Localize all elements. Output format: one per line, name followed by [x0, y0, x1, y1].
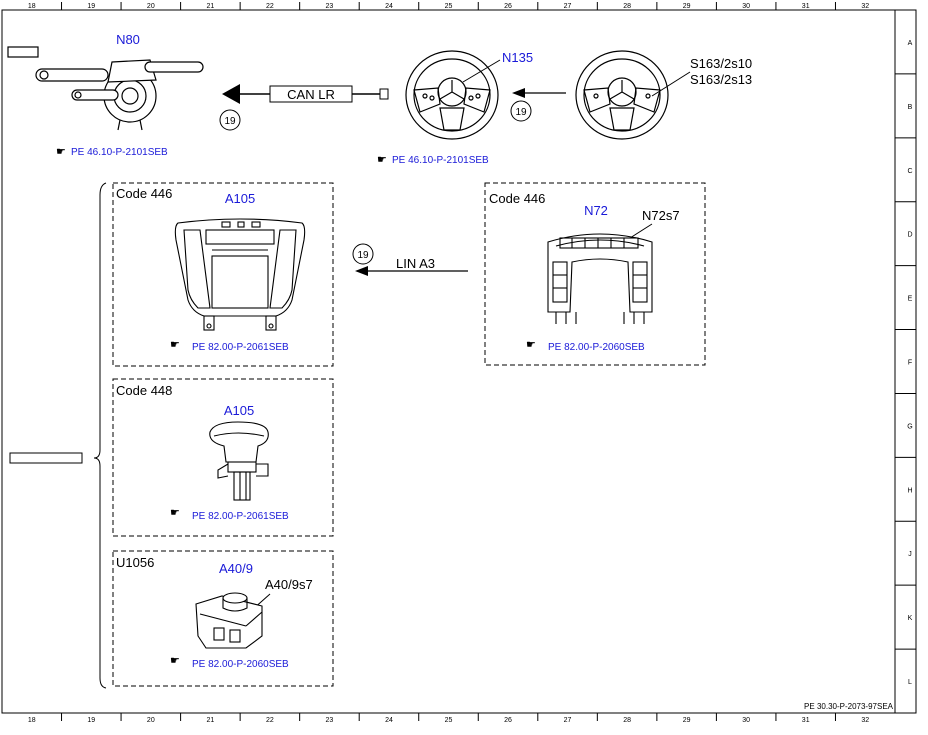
lin-a3-label: LIN A3 [396, 256, 435, 271]
connector-circle-19-c [352, 243, 374, 265]
box-n72-label: N72 [584, 203, 608, 218]
box-a409-code: U1056 [116, 555, 154, 570]
box-a409-ref-link[interactable]: PE 82.00-P-2060SEB [192, 659, 289, 670]
n135-ref-link[interactable]: PE 46.10-P-2101SEB [392, 155, 489, 166]
s163-leader-line [651, 71, 691, 97]
n80-steering-switch-illustration [7, 46, 204, 131]
box-a409-label: A40/9 [219, 561, 253, 576]
column-label-top: 20 [147, 3, 155, 10]
pointing-hand-icon-4: ☛ [526, 339, 536, 351]
row-label: H [907, 487, 912, 494]
n135-steering-wheel-illustration [405, 50, 499, 140]
n72-overhead-panel-illustration [547, 233, 653, 324]
column-label-bottom: 19 [87, 717, 95, 724]
box-a105-code446 [112, 182, 334, 367]
box-n72-sub-label: N72s7 [642, 208, 680, 223]
column-label-bottom: 32 [861, 717, 869, 724]
a105-control-panel-illustration [174, 218, 306, 331]
pointing-hand-icon-2: ☛ [377, 154, 387, 166]
left-brace [93, 182, 107, 689]
connector-number-19-c: 19 [357, 250, 369, 261]
row-label: K [908, 615, 913, 622]
column-label-bottom: 31 [802, 717, 810, 724]
column-label-top: 31 [802, 3, 810, 10]
column-label-bottom: 27 [564, 717, 572, 724]
a105-gear-selector-illustration [209, 421, 269, 501]
n135-leader-line [462, 59, 501, 83]
column-label-top: 29 [683, 3, 691, 10]
lin-a3-arrow [355, 266, 468, 276]
column-label-bottom: 23 [326, 717, 334, 724]
column-label-top: 25 [445, 3, 453, 10]
a409-controller-illustration [195, 592, 263, 649]
s163-label-1: S163/2s10 [690, 56, 752, 71]
box-a105-446-label: A105 [225, 191, 255, 206]
row-label: D [907, 232, 912, 239]
column-label-top: 26 [504, 3, 512, 10]
n135-label: N135 [502, 50, 533, 65]
box-a105-code448 [112, 378, 334, 537]
can-lr-label: CAN LR [287, 87, 335, 102]
row-label: E [908, 296, 913, 303]
column-label-bottom: 30 [742, 717, 750, 724]
row-ticks: A B C D E F G H J K L [895, 40, 916, 686]
box-a105-448-code: Code 448 [116, 383, 172, 398]
column-label-top: 21 [206, 3, 214, 10]
column-label-top: 28 [623, 3, 631, 10]
box-a105-448-label: A105 [224, 403, 254, 418]
column-label-bottom: 28 [623, 717, 631, 724]
box-n72-ref-link[interactable]: PE 82.00-P-2060SEB [548, 342, 645, 353]
column-label-bottom: 18 [28, 717, 36, 724]
box-a105-448-ref-link[interactable]: PE 82.00-P-2061SEB [192, 511, 289, 522]
pointing-hand-icon-5: ☛ [170, 507, 180, 519]
column-label-bottom: 20 [147, 717, 155, 724]
column-label-bottom: 24 [385, 717, 393, 724]
connector-circle-19-b [510, 100, 532, 122]
column-label-top: 19 [87, 3, 95, 10]
column-label-top: 27 [564, 3, 572, 10]
column-ticks: 18 18 19 19 20 20 21 21 22 22 23 23 24 24 25 25 26 26 27 27… [28, 2, 869, 724]
n80-label: N80 [116, 32, 140, 47]
column-label-top: 18 [28, 3, 36, 10]
s163-label-2: S163/2s13 [690, 72, 752, 87]
box-n72-code: Code 446 [489, 191, 545, 206]
column-label-top: 32 [861, 3, 869, 10]
box-n72-code446 [484, 182, 706, 366]
pointing-hand-icon: ☛ [56, 146, 66, 158]
left-connector-stub [9, 452, 83, 464]
s163-steering-wheel-illustration [575, 50, 669, 140]
column-label-bottom: 29 [683, 717, 691, 724]
pointing-hand-icon-6: ☛ [170, 655, 180, 667]
row-label: C [907, 168, 912, 175]
row-label: J [908, 551, 912, 558]
s163-to-n135-arrow [512, 88, 566, 98]
column-label-bottom: 25 [445, 717, 453, 724]
column-label-bottom: 26 [504, 717, 512, 724]
column-label-bottom: 21 [206, 717, 214, 724]
connector-number-19-b: 19 [515, 107, 527, 118]
column-label-top: 30 [742, 3, 750, 10]
connector-number-19-a: 19 [224, 116, 236, 127]
row-label: G [907, 423, 912, 430]
box-a409-sub-label: A40/9s7 [265, 577, 313, 592]
box-a105-446-code: Code 446 [116, 186, 172, 201]
row-label: A [908, 40, 913, 47]
row-label: L [908, 679, 912, 686]
row-label: F [908, 360, 912, 367]
connector-circle-19-a [219, 109, 241, 131]
box-a409-u1056 [112, 550, 334, 687]
can-lr-arrow [222, 84, 389, 104]
document-id: PE 30.30-P-2073-97SEA [804, 702, 894, 711]
n72s7-leader-line [629, 223, 653, 239]
column-label-top: 24 [385, 3, 393, 10]
row-label: B [908, 104, 913, 111]
pointing-hand-icon-3: ☛ [170, 339, 180, 351]
column-label-top: 23 [326, 3, 334, 10]
column-label-top: 22 [266, 3, 274, 10]
box-a105-446-ref-link[interactable]: PE 82.00-P-2061SEB [192, 342, 289, 353]
column-label-bottom: 22 [266, 717, 274, 724]
n80-ref-link[interactable]: PE 46.10-P-2101SEB [71, 147, 168, 158]
